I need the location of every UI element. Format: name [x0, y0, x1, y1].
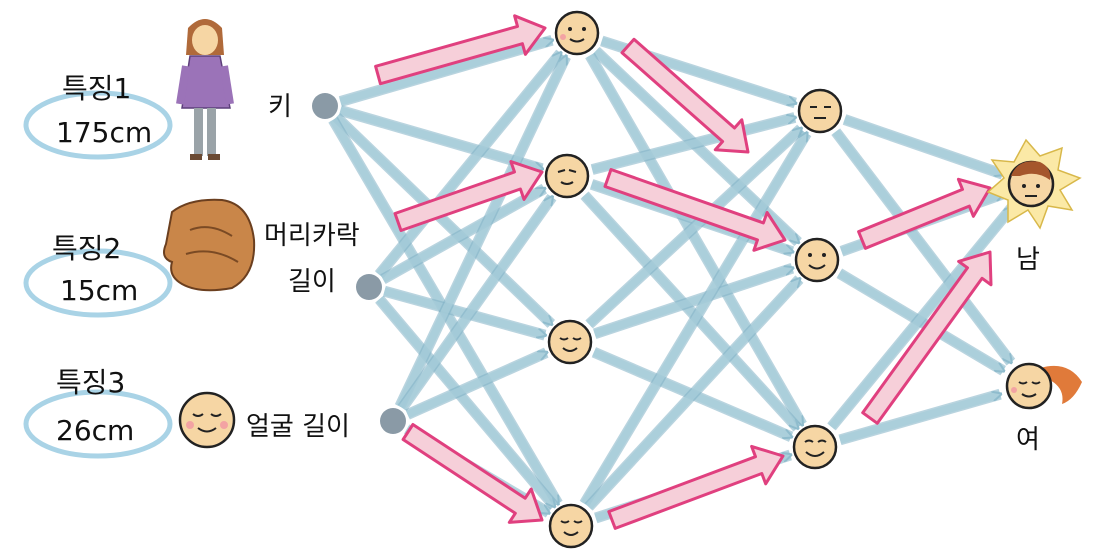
connection-arrow: [396, 56, 570, 409]
input-node: [380, 408, 406, 434]
feature-ellipse: [23, 389, 173, 459]
feature-ellipse: [23, 248, 173, 318]
neuron-face-icon: [794, 237, 840, 283]
feature-title: 특징3: [56, 366, 125, 399]
input-label-hair-line1: 머리카락: [264, 221, 360, 251]
connection-arrow: [339, 106, 542, 173]
feature-badge-3: 특징3 26cm: [23, 366, 173, 459]
feature-badge-1: 특징1 175cm: [23, 72, 173, 160]
neuron-face-icon: [547, 319, 593, 365]
connection-arrow: [333, 114, 552, 324]
connection-arrow: [593, 264, 793, 338]
feature-value: 15cm: [60, 274, 138, 307]
connection-arrow: [339, 36, 552, 106]
feature-value: 26cm: [56, 414, 134, 447]
feature-ellipse: [23, 90, 173, 160]
active-connection-arrow: [620, 37, 750, 154]
input-label-hair-line2: 길이: [288, 267, 336, 297]
feature-title: 특징1: [62, 72, 131, 105]
connection-arrow: [586, 53, 806, 425]
neuron-face-icon: [554, 10, 600, 56]
feature-badge-2: 특징2 15cm: [23, 232, 173, 318]
connection-arrow: [376, 53, 564, 278]
input-label-face: 얼굴 길이: [246, 412, 350, 442]
active-connection-arrow: [857, 177, 992, 250]
neuron-face-icon: [792, 424, 838, 470]
connection-arrow: [832, 129, 1015, 362]
output-label-male: 남: [1016, 245, 1040, 275]
input-label-height: 키: [268, 92, 292, 122]
connection-arrow: [405, 348, 547, 419]
neuron-face-icon: [797, 88, 843, 134]
connection-arrow: [591, 113, 795, 174]
face-icon: [178, 391, 236, 449]
active-connection-arrow: [603, 168, 787, 252]
connection-arrow: [399, 197, 556, 411]
connection-arrow: [828, 207, 1016, 430]
input-node: [312, 93, 338, 119]
person-icon: [176, 19, 234, 160]
connection-arrow: [580, 133, 811, 506]
connection-arrow: [376, 296, 558, 506]
output-label-female: 여: [1016, 425, 1040, 455]
connection-arrow: [581, 192, 801, 428]
male-face-icon: [986, 138, 1082, 230]
connection-arrow: [843, 115, 1003, 178]
connections-pink: [374, 14, 993, 530]
active-connection-arrow: [393, 160, 544, 232]
input-node: [356, 274, 382, 300]
active-connection-arrow: [401, 423, 544, 524]
active-connection-arrow: [374, 14, 547, 86]
active-connection-arrow: [861, 250, 993, 425]
feature-value: 175cm: [56, 116, 152, 149]
female-face-icon: [1005, 362, 1082, 410]
feature-title: 특징2: [52, 232, 121, 265]
connection-arrow: [838, 390, 1000, 444]
connection-arrow: [586, 125, 801, 328]
connection-arrow: [585, 279, 803, 510]
neuron-face-icon: [544, 153, 590, 199]
neuron-face-icon: [548, 503, 594, 549]
hair-icon: [163, 198, 256, 292]
active-connection-arrow: [607, 444, 785, 530]
connection-arrow: [381, 185, 544, 283]
